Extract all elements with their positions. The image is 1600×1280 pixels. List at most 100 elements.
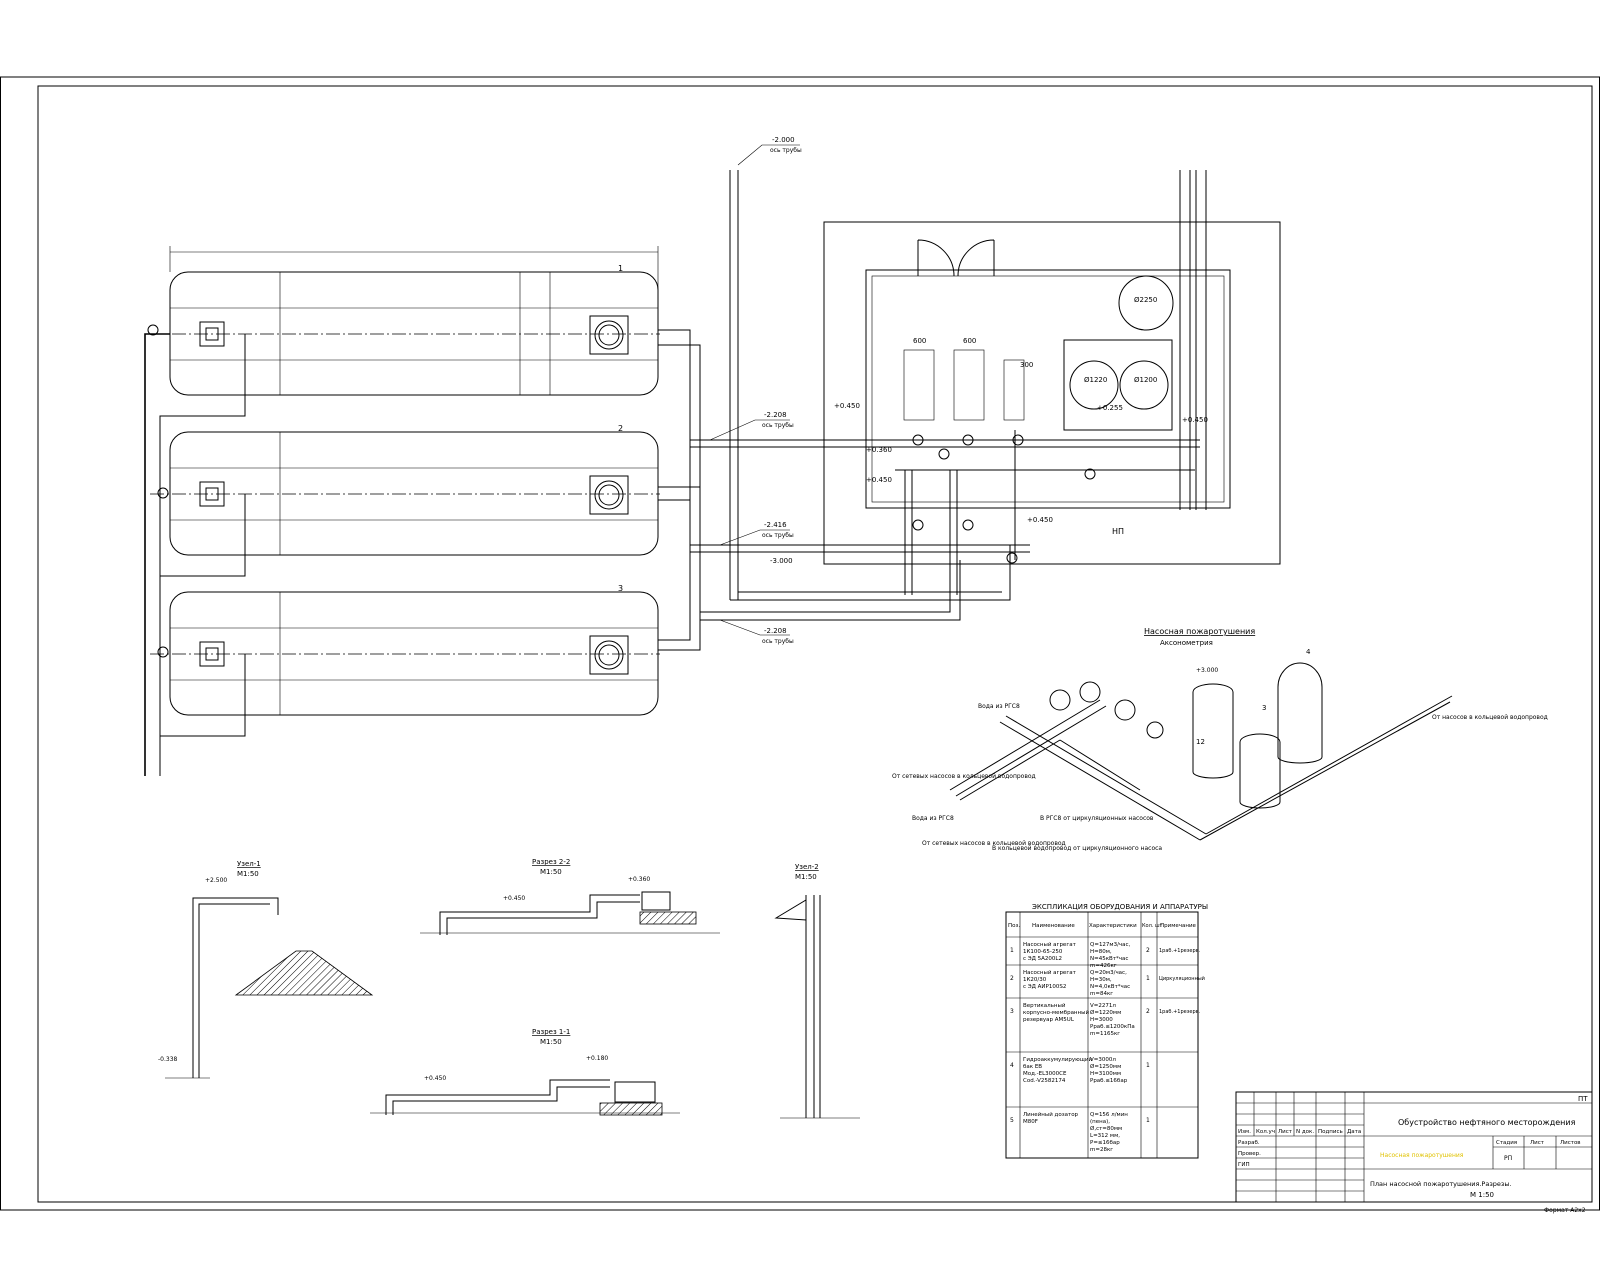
- uzel-1-mark-1: +2.500: [205, 877, 227, 884]
- spec-row-char: V=2271л: [1090, 1003, 1116, 1009]
- axon-title: Насосная пожаротушения: [1144, 627, 1255, 636]
- spec-row-char: Рраб.≤16бар: [1090, 1078, 1128, 1084]
- tank-2: 2: [150, 424, 660, 556]
- pipe-axis-3: ось трубы: [762, 532, 794, 539]
- tank-3: 3: [150, 584, 660, 716]
- dim-diam-2250: Ø2250: [1134, 296, 1157, 304]
- spec-row-char: (пена),: [1090, 1119, 1110, 1125]
- spec-row-name: бак ЕВ: [1023, 1064, 1042, 1070]
- dim-600-b: 600: [963, 337, 976, 345]
- spec-row-pos: 3: [1010, 1008, 1014, 1015]
- spec-h-name: Наименование: [1032, 923, 1075, 929]
- section-razrez-2-2: Разрез 2-2 М1:50 +0.450 +0.360: [420, 858, 720, 935]
- spec-row-char: m=426кг: [1090, 963, 1117, 969]
- elev-label-11: -3.000: [770, 557, 793, 565]
- outer-frame: [0, 76, 1600, 1211]
- spec-row-name: Cod.-V2582174: [1023, 1078, 1066, 1084]
- razrez-1-1-title: Разрез 1-1: [532, 1028, 570, 1036]
- razrez-1-1-mark-1: +0.450: [424, 1075, 446, 1082]
- inner-frame: [37, 85, 1593, 1203]
- spec-row-qty: 1: [1146, 1062, 1150, 1069]
- sheet-scale: М 1:50: [1470, 1191, 1494, 1199]
- stamp-role-2: ГИП: [1238, 1162, 1250, 1168]
- spec-row-char: V=3000л: [1090, 1057, 1116, 1063]
- stamp-rh-2: Листов: [1560, 1140, 1581, 1146]
- pipe-runs: -2.000 ось трубы -2.208 ось трубы -2.416…: [658, 136, 1207, 651]
- pipe-axis-2: ось трубы: [762, 422, 794, 429]
- stamp-role-1: Провер.: [1238, 1151, 1261, 1157]
- spec-row-name: с ЭД АИР100S2: [1023, 984, 1066, 990]
- stage-value: РП: [1504, 1155, 1512, 1162]
- axon-label-6: В кольцевой водопровод от циркуляционног…: [992, 845, 1162, 852]
- pump-house-plan: НП 600 600 300 Ø2250 Ø1220 Ø1200 +0.450 …: [823, 221, 1281, 595]
- section-uzel-2: Узел-2 М1:50: [774, 863, 860, 1119]
- spec-row-char: m=1165кг: [1090, 1031, 1120, 1037]
- spec-row-name: корпусно-мембранный: [1023, 1009, 1089, 1016]
- elev-label-5: +0.450: [834, 402, 860, 410]
- spec-row-char: Р=≤16бар: [1090, 1140, 1120, 1146]
- spec-row-note: 1раб.+1резерв.: [1159, 1009, 1201, 1015]
- spec-row-char: N=4,0кВт*час: [1090, 984, 1130, 990]
- spec-row-name: Насосный агрегат: [1023, 969, 1077, 976]
- axon-label-2: От сетевых насосов в кольцевой водопрово…: [892, 773, 1036, 780]
- spec-row-char: Q=127м3/час,: [1090, 942, 1131, 948]
- elev-label-7: +0.450: [866, 476, 892, 484]
- spec-row-char: Q=156 л/мин: [1090, 1112, 1128, 1118]
- dim-diam-1200: Ø1200: [1134, 376, 1157, 384]
- axon-mark-1: +3.000: [1196, 667, 1218, 674]
- spec-row-char: m=28кг: [1090, 1147, 1113, 1153]
- stamp-h-5: Дата: [1347, 1129, 1361, 1135]
- spec-row-char: Ø=1220мм: [1090, 1009, 1121, 1016]
- spec-row-name: Линейный дозатор: [1023, 1111, 1079, 1118]
- axon-pos-3: 3: [1262, 704, 1266, 712]
- razrez-2-2-mark-2: +0.360: [628, 876, 650, 883]
- tank-2-label: 2: [618, 424, 623, 433]
- spec-row-note: 1раб.+1резерв.: [1159, 948, 1201, 954]
- uzel-1-mark-2: -0.338: [158, 1056, 178, 1063]
- spec-row-char: Ø,ст=80мм: [1090, 1125, 1122, 1132]
- spec-row-char: H=80м,: [1090, 949, 1112, 955]
- title-block: ПТ Обустройство нефтяного месторождения …: [1235, 1091, 1593, 1214]
- corner-code: ПТ: [1578, 1095, 1588, 1103]
- elev-label-6: +0.360: [866, 446, 892, 454]
- spec-row-char: L=312 мм,: [1090, 1133, 1120, 1139]
- elev-label-2: -2.208: [764, 411, 787, 419]
- sheet-title: План насосной пожаротушения.Разрезы.: [1370, 1180, 1512, 1188]
- spec-h-note: Примечание: [1160, 923, 1197, 929]
- spec-row-name: резервуар AM5UL: [1023, 1017, 1075, 1023]
- stamp-rh-0: Стадия: [1496, 1140, 1517, 1146]
- stamp-role-0: Разраб.: [1238, 1140, 1260, 1146]
- elev-label-4: -2.208: [764, 627, 787, 635]
- axon-pos-12: 12: [1196, 738, 1205, 746]
- elev-label-1: -2.000: [772, 136, 795, 144]
- spec-row-char: Q=20м3/час,: [1090, 970, 1127, 976]
- stamp-h-1: Кол.уч: [1256, 1129, 1275, 1135]
- spec-row-name: M80F: [1023, 1119, 1038, 1125]
- dim-300: 300: [1020, 361, 1033, 369]
- spec-row-char: H=30м,: [1090, 977, 1112, 983]
- tank-1: 1: [150, 264, 660, 396]
- yellow-text: Насосная пожаротушения: [1380, 1152, 1464, 1159]
- spec-row-note: Циркуляционный: [1159, 975, 1205, 982]
- room-label: НП: [1112, 527, 1124, 536]
- spec-row-qty: 2: [1146, 1008, 1150, 1015]
- axon-label-1: Вода из РГС8: [978, 703, 1020, 710]
- spec-row-name: Гидроаккумулирующий: [1023, 1056, 1092, 1063]
- spec-row-name: 1К100-65-250: [1023, 949, 1063, 955]
- axon-pos-4: 4: [1306, 648, 1311, 656]
- stamp-h-0: Изм.: [1238, 1129, 1251, 1135]
- horizontal-tanks: 1 2 3: [144, 246, 660, 776]
- razrez-2-2-mark-1: +0.450: [503, 895, 525, 902]
- tank-1-label: 1: [618, 264, 623, 273]
- spec-h-char: Характеристики: [1089, 923, 1137, 929]
- elev-label-8: +0.255: [1097, 404, 1123, 412]
- spec-row-char: N=45кВт*час: [1090, 956, 1128, 962]
- uzel-2-scale: М1:50: [795, 873, 817, 881]
- stamp-h-3: N док.: [1296, 1129, 1314, 1135]
- axon-label-7: От насосов в кольцевой водопровод: [1432, 714, 1548, 721]
- elev-label-10: +0.450: [1027, 516, 1053, 524]
- spec-row-char: Ø=1250мм: [1090, 1063, 1121, 1070]
- elev-label-3: -2.416: [764, 521, 787, 529]
